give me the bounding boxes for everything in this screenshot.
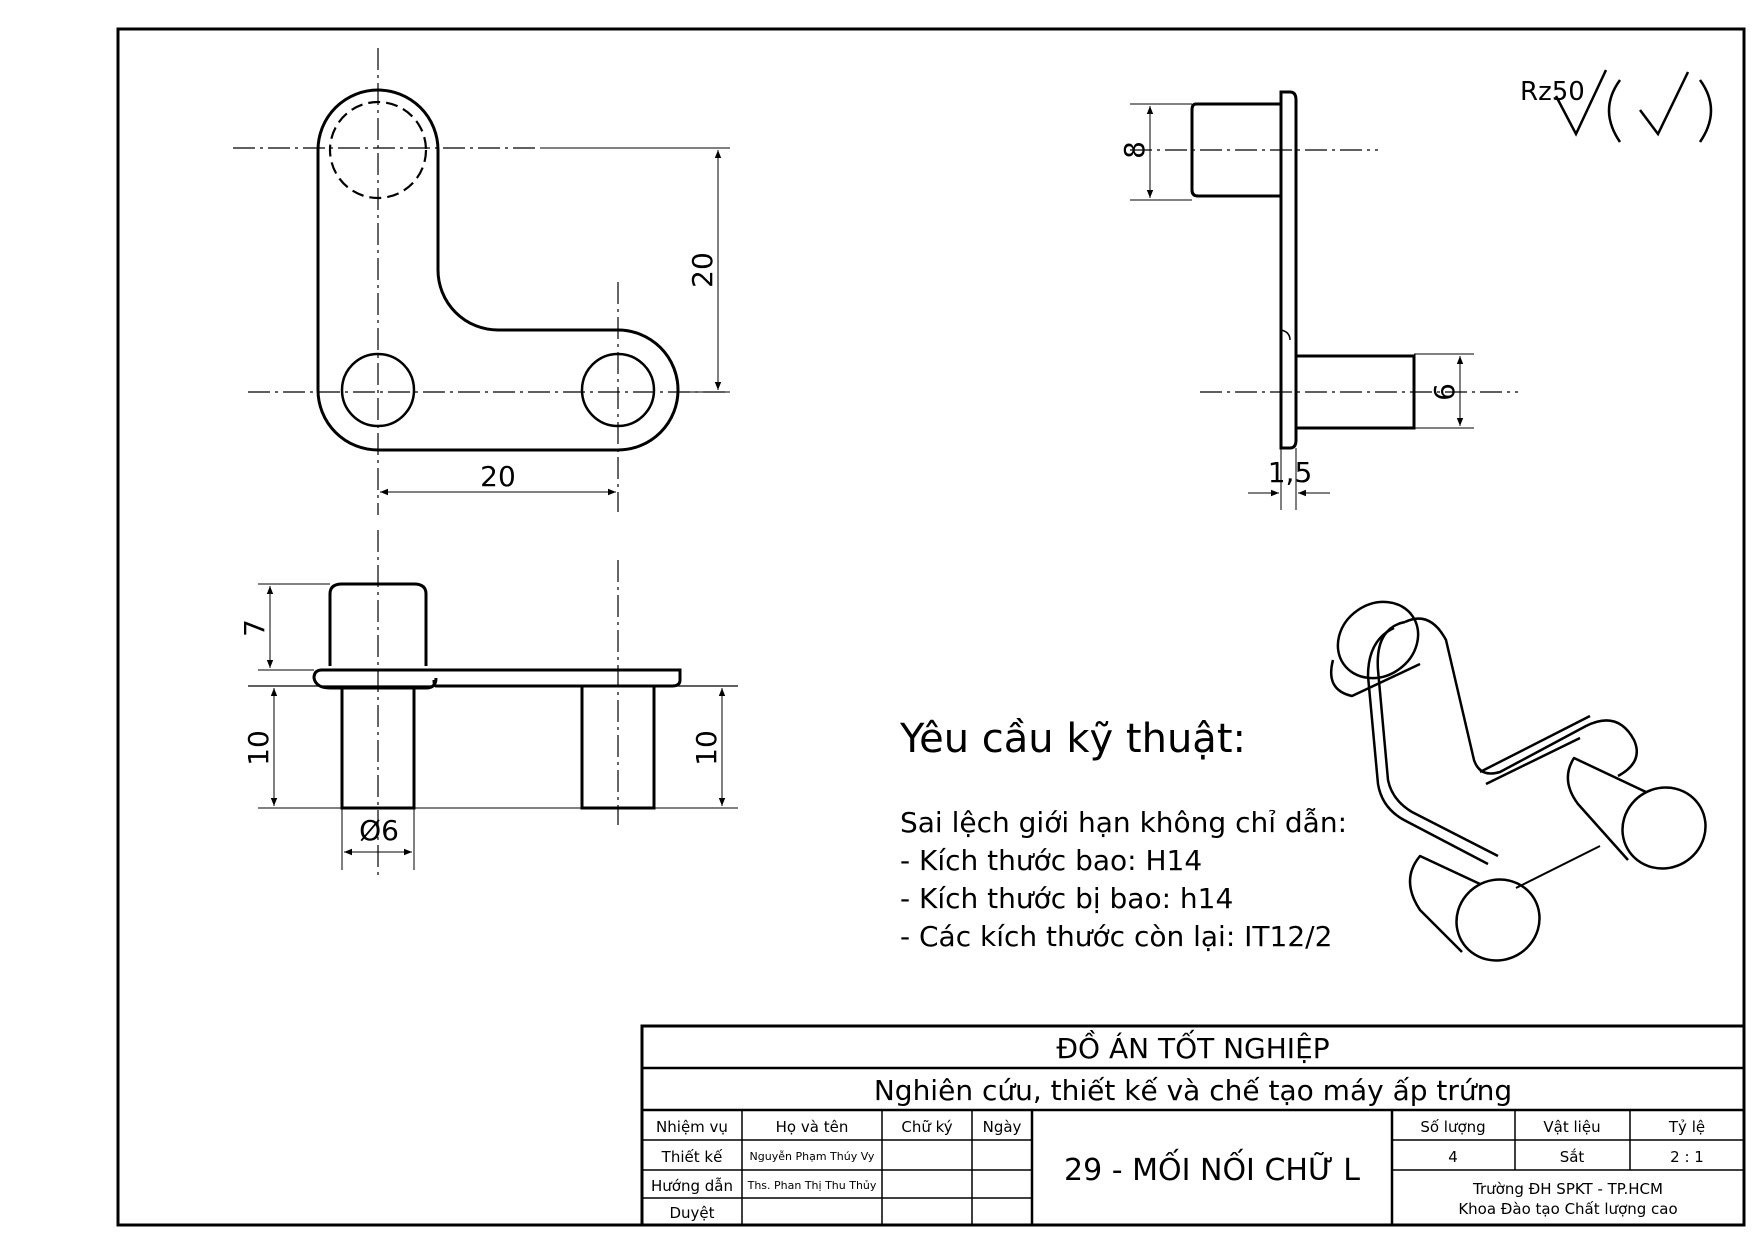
technical-notes: Yêu cầu kỹ thuật: Sai lệch giới hạn khôn… [899, 716, 1347, 953]
spec-value-scale: 2 : 1 [1670, 1148, 1704, 1166]
sheet-border [116, 27, 1746, 1227]
header-signature: Chữ ký [901, 1118, 952, 1136]
header-name: Họ và tên [776, 1118, 849, 1136]
notes-line: - Các kích thước còn lại: IT12/2 [900, 920, 1332, 953]
spec-header-quantity: Số lượng [1420, 1118, 1485, 1136]
faculty-name: Khoa Đào tạo Chất lượng cao [1458, 1200, 1677, 1218]
part-name: 29 - MỐI NỐI CHỮ L [1064, 1148, 1360, 1188]
dim-top-height: 20 [686, 252, 719, 288]
row-name: Ths. Phan Thị Thu Thủy [747, 1179, 877, 1192]
notes-line: - Kích thước bị bao: h14 [900, 882, 1233, 915]
dim-side-boss: 8 [1118, 141, 1151, 159]
title-subject: Nghiên cứu, thiết kế và chế tạo máy ấp t… [874, 1074, 1512, 1107]
side-view [1130, 90, 1518, 510]
spec-header-material: Vật liệu [1543, 1118, 1600, 1136]
notes-line: Sai lệch giới hạn không chỉ dẫn: [900, 806, 1347, 839]
row-role: Thiết kế [661, 1148, 723, 1166]
row-name: Nguyễn Phạm Thúy Vy [750, 1150, 875, 1163]
spec-value-material: Sắt [1560, 1148, 1585, 1166]
spec-header-scale: Tỷ lệ [1668, 1118, 1705, 1136]
header-date: Ngày [983, 1118, 1022, 1136]
title-block [640, 1024, 1746, 1227]
surface-finish-symbol [1554, 69, 1713, 143]
dim-front-pin-left: 10 [242, 730, 275, 766]
notes-line: - Kích thước bao: H14 [900, 844, 1202, 877]
dim-top-width: 20 [480, 460, 516, 493]
notes-heading: Yêu cầu kỹ thuật: [899, 716, 1246, 762]
dim-side-thickness: 1,5 [1268, 456, 1313, 489]
surface-finish-label: Rz50 [1520, 77, 1585, 107]
spec-value-quantity: 4 [1448, 1148, 1458, 1166]
row-role: Hướng dẫn [651, 1177, 733, 1195]
dim-side-pin: 6 [1428, 383, 1461, 401]
dim-front-diameter: Ø6 [359, 814, 399, 847]
school-name: Trường ĐH SPKT - TP.HCM [1472, 1180, 1663, 1198]
header-role: Nhiệm vụ [656, 1118, 728, 1136]
dim-front-pin-right: 10 [690, 730, 723, 766]
front-view [248, 530, 738, 880]
isometric-view [1329, 600, 1707, 962]
row-role: Duyệt [669, 1204, 714, 1222]
top-view [233, 48, 730, 515]
dim-front-boss: 7 [238, 619, 271, 637]
title-project: ĐỒ ÁN TỐT NGHIỆP [1056, 1028, 1329, 1065]
